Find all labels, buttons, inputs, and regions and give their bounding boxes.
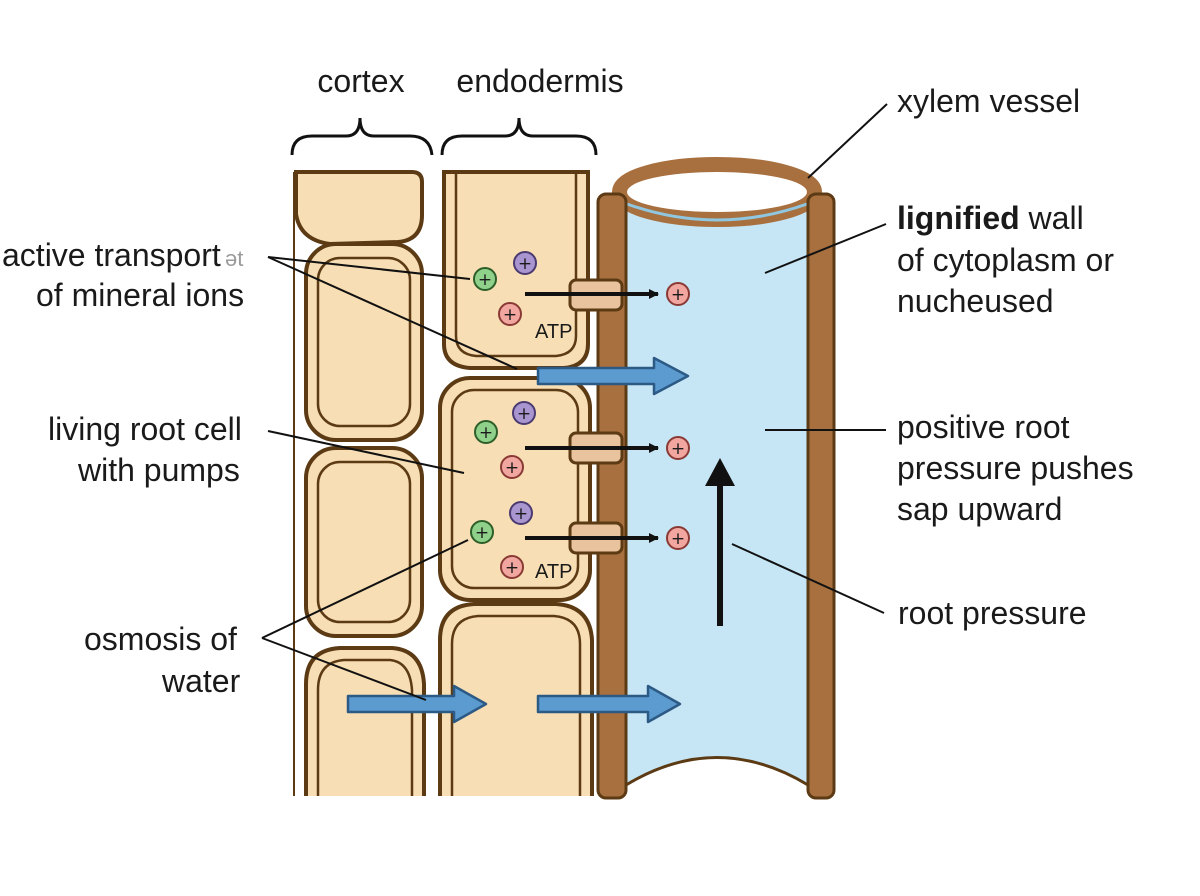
ion-transport-arrows — [525, 289, 659, 543]
ion-sign: + — [671, 439, 685, 459]
ion-sign: + — [514, 504, 528, 524]
label-cortex: cortex — [317, 63, 404, 99]
label-endodermis: endodermis — [456, 63, 623, 99]
ion-red — [500, 455, 524, 479]
ion-purple — [512, 401, 536, 425]
endodermis-cell — [438, 602, 594, 796]
ion-sign: + — [518, 254, 532, 274]
ion-sign: + — [505, 458, 519, 478]
ion-sign: + — [505, 558, 519, 578]
label-lignified-wall-line1: lignified wall — [897, 200, 1084, 236]
atp-label: ATP — [535, 321, 572, 343]
ion-sign: + — [671, 529, 685, 549]
xylem-wall-right — [806, 192, 836, 800]
leader-lignified-wall — [764, 223, 887, 274]
ion-red — [666, 282, 690, 306]
ion-sign: + — [478, 270, 492, 290]
labels: cortex endodermis xylem vessel lignified… — [2, 63, 1134, 699]
label-living-root-cell-line1: living root cell — [48, 411, 242, 447]
endodermis-cell-inner-wall — [450, 614, 582, 796]
xylem-opening — [627, 172, 807, 212]
xylem-vessel — [596, 157, 836, 800]
cortex-cell-inner-wall — [316, 460, 412, 624]
ion-red — [500, 555, 524, 579]
endodermis-cell-inner-wall — [454, 170, 578, 358]
water-arrow — [346, 684, 488, 724]
ion-red — [666, 436, 690, 460]
leader-active-transport-flow — [267, 256, 518, 370]
leader-living-root-cell — [267, 430, 465, 474]
leader-lines — [261, 103, 888, 701]
ion-sign: + — [503, 305, 517, 325]
label-active-transport-line1: active transport — [2, 237, 221, 273]
label-osmosis-line2: water — [161, 663, 241, 699]
leader-root-pressure — [731, 543, 885, 614]
leader-xylem-vessel — [807, 103, 888, 179]
label-lignified-wall-line3: nucheused — [897, 283, 1054, 319]
cortex-cell-inner-wall — [316, 658, 414, 796]
leader-active-transport-ion — [267, 256, 471, 280]
water-arrow — [536, 356, 690, 396]
label-lignified-wall-line2: of cytoplasm or — [897, 242, 1114, 278]
cortex-cell — [304, 242, 424, 442]
label-lignified-rest: wall — [1020, 200, 1084, 236]
label-positive-root-line1: positive root — [897, 409, 1070, 445]
pressure-arrow-head — [705, 458, 735, 486]
label-active-transport-line2: of mineral ions — [36, 277, 244, 313]
cortex-cell — [304, 446, 424, 638]
label-root-pressure: root pressure — [898, 595, 1087, 631]
xylem-bottom-edge — [625, 756, 809, 787]
ion-purple — [509, 501, 533, 525]
leader-osmosis-cell — [261, 539, 469, 639]
ion-purple — [513, 251, 537, 275]
endodermis-bracket — [440, 117, 598, 156]
mineral-ions: + + + + + + + + + + + + — [470, 251, 690, 579]
water-flow-arrows — [346, 356, 690, 724]
atp-label: ATP — [535, 561, 572, 583]
xylem-bottom-cut — [626, 757, 808, 800]
xylem-water-surface — [626, 202, 808, 222]
label-positive-root-line3: sap upward — [897, 491, 1062, 527]
label-living-root-cell-line2: with pumps — [77, 452, 240, 488]
water-arrow — [536, 684, 682, 724]
xylem-wall-left — [596, 192, 628, 800]
ion-red — [498, 302, 522, 326]
ion-green — [473, 267, 497, 291]
ion-sign: + — [517, 404, 531, 424]
cortex-cell-inner-wall — [316, 256, 412, 428]
label-lignified-bold: lignified — [897, 200, 1020, 236]
cortex-cell — [294, 170, 424, 247]
ion-sign: + — [671, 285, 685, 305]
label-positive-root-line2: pressure pushes — [897, 450, 1134, 486]
leader-osmosis-flow — [261, 637, 427, 701]
upward-pressure-arrow — [705, 458, 735, 626]
endodermis-cell-inner-wall — [450, 388, 580, 590]
label-osmosis-line1: osmosis of — [84, 621, 237, 657]
ion-sign: + — [475, 523, 489, 543]
cortex-cell — [304, 646, 426, 796]
label-xylem-vessel: xylem vessel — [897, 83, 1080, 119]
cortex-cells — [293, 170, 426, 796]
cortex-bracket — [290, 117, 434, 156]
ion-sign: + — [479, 423, 493, 443]
ion-green — [470, 520, 494, 544]
label-active-transport-fragment: ət — [225, 246, 243, 271]
ion-green — [474, 420, 498, 444]
ion-red — [666, 526, 690, 550]
